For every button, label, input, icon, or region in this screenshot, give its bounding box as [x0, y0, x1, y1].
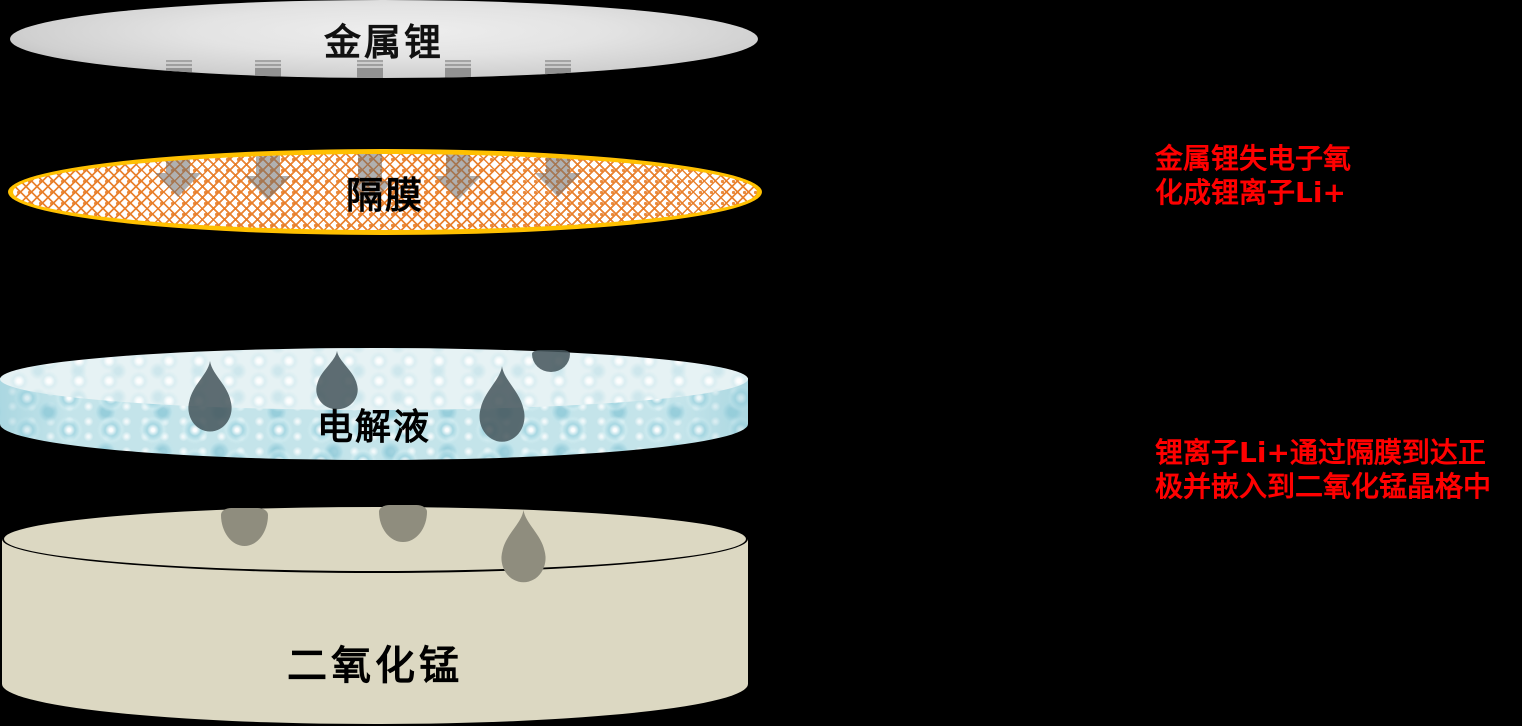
anode-reaction-note: 金属锂失电子氧 化成锂离子Li+: [1155, 142, 1351, 210]
separator-label: 隔膜: [346, 174, 424, 217]
electrolyte-top-surface: [0, 348, 748, 410]
li-ion-arrow-stub-icon: [445, 60, 471, 78]
mno2-cylinder: 二氧化锰: [2, 505, 748, 724]
li-ion-arrow-stub-icon: [166, 60, 192, 78]
down-arrow-icon: [155, 154, 201, 197]
cathode-note-line2: 极并嵌入到二氧化锰晶格中: [1155, 470, 1492, 503]
li-ion-arrow-stub-icon: [357, 60, 383, 78]
electrolyte-droplet-icon: [477, 365, 527, 453]
anode-note-line1: 金属锂失电子氧: [1155, 142, 1352, 175]
down-arrow-icon: [535, 154, 581, 197]
mno2-cylinder-top: [2, 505, 748, 573]
electrolyte-droplet-icon: [532, 350, 570, 372]
electrolyte-droplet-icon: [314, 350, 360, 418]
mno2-label: 二氧化锰: [287, 643, 463, 689]
down-arrow-icon: [245, 154, 291, 200]
cathode-reaction-note: 锂离子Li+通过隔膜到达正 极并嵌入到二氧化锰晶格中: [1155, 436, 1491, 504]
li-ion-arrow-stub-icon: [545, 60, 571, 78]
electrolyte-droplet-icon: [186, 360, 234, 442]
down-arrow-icon: [435, 154, 481, 200]
electrolyte-layer: 电解液: [0, 348, 748, 460]
anode-note-line2: 化成锂离子Li+: [1155, 176, 1346, 209]
li-ion-arrow-stub-icon: [255, 60, 281, 78]
cathode-note-line1: 锂离子Li+通过隔膜到达正: [1155, 436, 1486, 469]
lithium-metal-label: 金属锂: [324, 21, 444, 64]
mno2-droplet-icon: [499, 509, 548, 593]
down-arrow-icon: [347, 154, 393, 205]
electrolyte-label: 电解液: [316, 407, 431, 448]
lithium-metal-disc: 金属锂: [10, 0, 758, 78]
separator-disc: 隔膜: [8, 149, 762, 235]
